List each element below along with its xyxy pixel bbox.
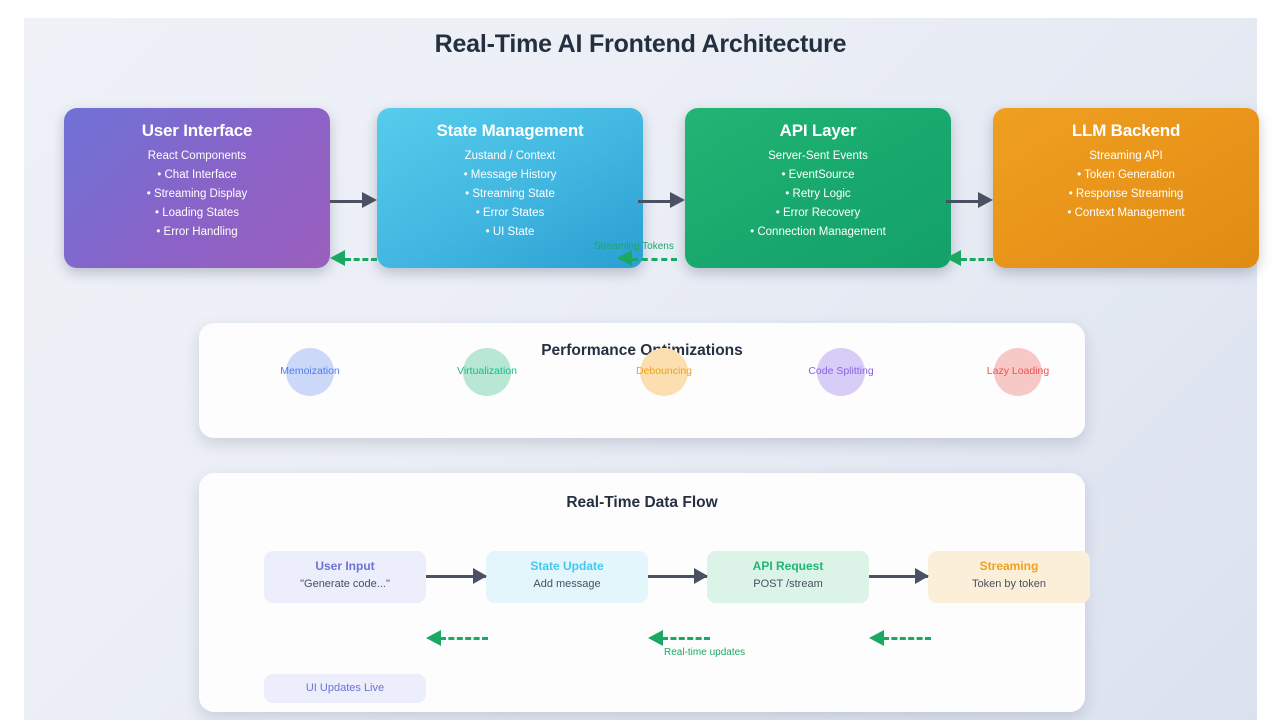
card-item: • Streaming Display [146, 188, 248, 200]
flow-step-detail: POST /stream [753, 578, 823, 590]
ui-updates-live-pill[interactable]: UI Updates Live [264, 674, 426, 703]
flow-step-streaming[interactable]: Streaming Token by token [928, 551, 1090, 603]
card-subtitle: Server-Sent Events [768, 150, 868, 162]
performance-title: Performance Optimizations [541, 342, 743, 359]
card-title: User Interface [141, 121, 253, 140]
card-subtitle: Streaming API [1089, 150, 1163, 162]
return-arrow-icon [617, 250, 677, 266]
optimization-label: Code Splitting [808, 365, 874, 377]
flow-step-title: User Input [315, 559, 375, 573]
bubble-icon [994, 348, 1042, 396]
architecture-card-state-management[interactable]: State Management Zustand / Context • Mes… [377, 108, 643, 268]
streaming-tokens-label: Streaming Tokens [594, 241, 674, 252]
flow-step-detail: Add message [533, 578, 601, 590]
flow-step-api-request[interactable]: API Request POST /stream [707, 551, 869, 603]
optimization-label: Debouncing [635, 365, 693, 377]
optimization-label: Lazy Loading [986, 365, 1050, 377]
card-item: • Connection Management [750, 226, 886, 238]
card-title: LLM Backend [1071, 121, 1181, 140]
flow-step-detail: Token by token [972, 578, 1046, 590]
bubble-icon [463, 348, 511, 396]
card-item: • EventSource [781, 169, 855, 181]
forward-arrow-icon [638, 192, 685, 208]
card-item: • Error States [475, 207, 545, 219]
architecture-row: User Interface React Components • Chat I… [24, 18, 1259, 720]
bubble-icon [817, 348, 865, 396]
flow-step-state-update[interactable]: State Update Add message [486, 551, 648, 603]
bubble-icon [286, 348, 334, 396]
flow-step-detail: "Generate code..." [300, 578, 390, 590]
architecture-card-llm-backend[interactable]: LLM Backend Streaming API • Token Genera… [993, 108, 1259, 268]
real-time-updates-label: Real-time updates [664, 647, 746, 658]
forward-arrow-icon [330, 192, 377, 208]
card-item: • Error Handling [156, 226, 238, 238]
flow-step-title: State Update [530, 559, 604, 573]
flow-arrow-icon [426, 568, 487, 584]
return-arrow-icon [946, 250, 993, 266]
bubble-icon [640, 348, 688, 396]
flow-arrow-icon [648, 568, 708, 584]
canvas: Real-Time AI Frontend Architecture User … [24, 18, 1259, 720]
flow-arrow-icon [869, 568, 929, 584]
card-item: • Loading States [155, 207, 239, 219]
flow-return-arrow-icon [426, 630, 488, 646]
optimization-label: Memoization [280, 365, 340, 377]
card-subtitle: React Components [147, 150, 247, 162]
card-item: • Response Streaming [1068, 188, 1184, 200]
card-item: • Retry Logic [785, 188, 851, 200]
card-item: • Message History [463, 169, 557, 181]
flow-return-arrow-icon [869, 630, 931, 646]
architecture-card-user-interface[interactable]: User Interface React Components • Chat I… [64, 108, 330, 268]
card-item: • Error Recovery [775, 207, 861, 219]
card-item: • Context Management [1067, 207, 1185, 219]
card-item: • UI State [485, 226, 535, 238]
optimization-label: Virtualization [457, 365, 517, 377]
card-item: • Chat Interface [157, 169, 237, 181]
card-subtitle: Zustand / Context [464, 150, 556, 162]
flow-return-arrow-icon [648, 630, 710, 646]
flow-step-title: Streaming [979, 559, 1039, 573]
card-title: API Layer [779, 121, 857, 140]
architecture-card-api-layer[interactable]: API Layer Server-Sent Events • EventSour… [685, 108, 951, 268]
card-item: • Streaming State [465, 188, 555, 200]
card-title: State Management [436, 121, 584, 140]
flow-step-title: API Request [752, 559, 824, 573]
page-title: Real-Time AI Frontend Architecture [434, 30, 847, 58]
return-arrow-icon [330, 250, 377, 266]
card-item: • Token Generation [1077, 169, 1175, 181]
forward-arrow-icon [946, 192, 993, 208]
data-flow-title: Real-Time Data Flow [566, 494, 718, 511]
flow-step-user-input[interactable]: User Input "Generate code..." [264, 551, 426, 603]
